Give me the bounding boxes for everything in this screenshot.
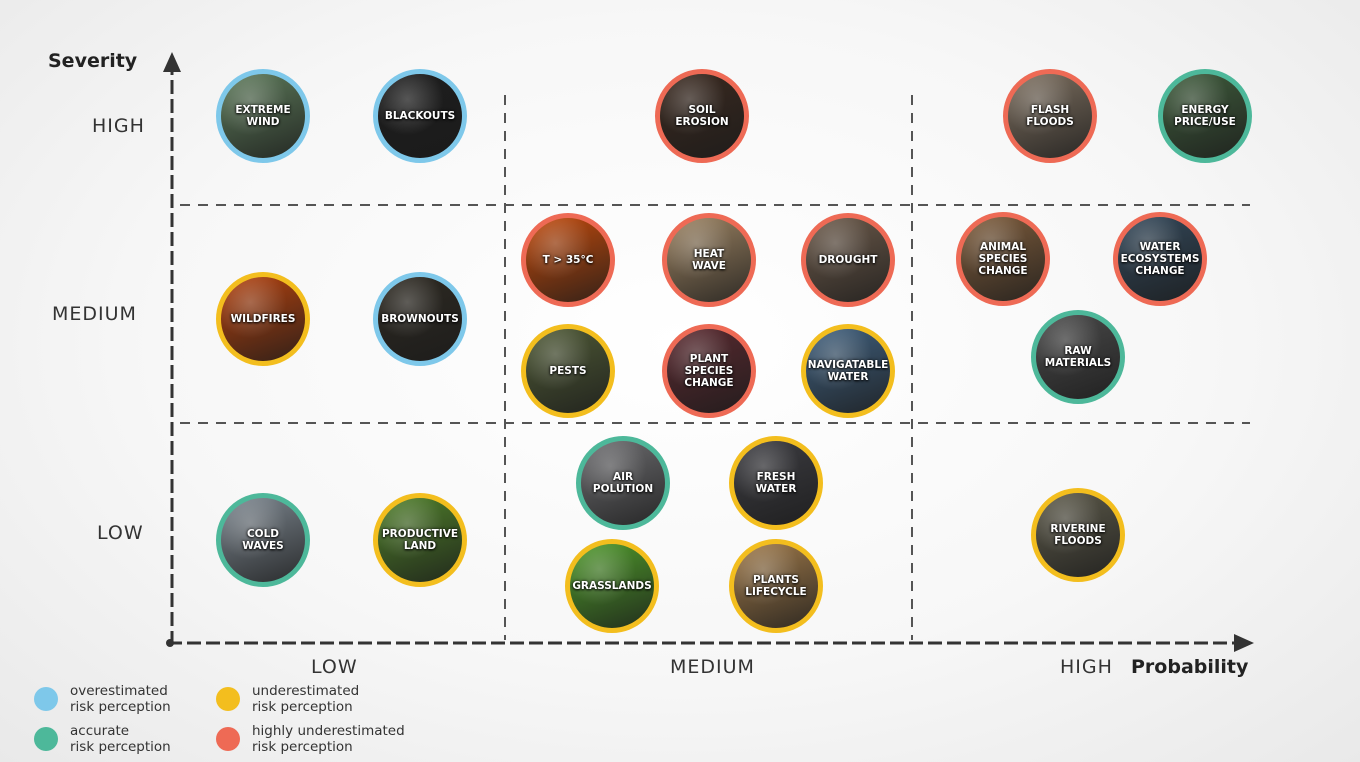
risk-label: WATER ECOSYSTEMS CHANGE [1120, 241, 1200, 277]
probability-label-low: LOW [311, 656, 358, 678]
legend-text: underestimated risk perception [252, 683, 360, 715]
risk-bubble-energy-price-use: ENERGY PRICE/USE [1158, 69, 1252, 163]
risk-label: PESTS [549, 365, 587, 377]
axis-origin-dot [166, 639, 174, 647]
risk-label: FRESH WATER [755, 471, 797, 495]
legend-dot [34, 687, 58, 711]
risk-label: WILDFIRES [230, 313, 296, 325]
risk-bubble-air-polution: AIR POLUTION [576, 436, 670, 530]
x-axis-title: Probability [1131, 656, 1249, 678]
severity-label-high: HIGH [92, 115, 145, 137]
legend-underestimated: underestimated risk perception [216, 683, 359, 715]
risk-label: AIR POLUTION [592, 471, 654, 495]
risk-label: PRODUCTIVE LAND [381, 528, 459, 552]
risk-bubble-soil-erosion: SOIL EROSION [655, 69, 749, 163]
risk-bubble-pests: PESTS [521, 324, 615, 418]
risk-bubble-water-ecosystems-change: WATER ECOSYSTEMS CHANGE [1113, 212, 1207, 306]
risk-label: PLANT SPECIES CHANGE [684, 353, 734, 389]
risk-bubble-plants-lifecycle: PLANTS LIFECYCLE [729, 539, 823, 633]
legend-dot [216, 727, 240, 751]
risk-bubble-extreme-wind: EXTREME WIND [216, 69, 310, 163]
risk-bubble-raw-materials: RAW MATERIALS [1031, 310, 1125, 404]
risk-label: ANIMAL SPECIES CHANGE [978, 241, 1028, 277]
risk-label: DROUGHT [818, 254, 878, 266]
risk-bubble-grasslands: GRASSLANDS [565, 539, 659, 633]
risk-label: PLANTS LIFECYCLE [745, 574, 807, 598]
risk-bubble-drought: DROUGHT [801, 213, 895, 307]
legend-highly-underestimated: highly underestimated risk perception [216, 723, 405, 755]
risk-bubble-heat-wave: HEAT WAVE [662, 213, 756, 307]
legend-text: accurate risk perception [70, 723, 171, 755]
risk-bubble-productive-land: PRODUCTIVE LAND [373, 493, 467, 587]
risk-bubble-flash-floods: FLASH FLOODS [1003, 69, 1097, 163]
risk-label: EXTREME WIND [235, 104, 291, 128]
probability-label-medium: MEDIUM [670, 656, 755, 678]
risk-label: RIVERINE FLOODS [1050, 523, 1106, 547]
risk-label: SOIL EROSION [675, 104, 729, 128]
risk-bubble-fresh-water: FRESH WATER [729, 436, 823, 530]
risk-bubble-blackouts: BLACKOUTS [373, 69, 467, 163]
risk-bubble-riverine-floods: RIVERINE FLOODS [1031, 488, 1125, 582]
risk-label: ENERGY PRICE/USE [1174, 104, 1236, 128]
legend-overestimated: overestimated risk perception [34, 683, 171, 715]
risk-label: COLD WAVES [242, 528, 284, 552]
risk-label: FLASH FLOODS [1026, 104, 1074, 128]
risk-label: t > 35°C [542, 254, 594, 266]
x-axis-arrow [1234, 634, 1254, 652]
legend-text: highly underestimated risk perception [252, 723, 405, 755]
risk-bubble-plant-species-change: PLANT SPECIES CHANGE [662, 324, 756, 418]
probability-label-high: HIGH [1060, 656, 1113, 678]
risk-label: RAW MATERIALS [1044, 345, 1112, 369]
legend-text: overestimated risk perception [70, 683, 171, 715]
risk-label: HEAT WAVE [692, 248, 726, 272]
legend-dot [216, 687, 240, 711]
severity-label-medium: MEDIUM [52, 303, 137, 325]
risk-bubble-wildfires: WILDFIRES [216, 272, 310, 366]
risk-label: GRASSLANDS [572, 580, 652, 592]
legend-dot [34, 727, 58, 751]
y-axis-title: Severity [48, 50, 138, 72]
risk-label: BROWNOUTS [381, 313, 459, 325]
y-axis-arrow [163, 52, 181, 72]
risk-bubble-cold-waves: COLD WAVES [216, 493, 310, 587]
risk-bubble-animal-species-change: ANIMAL SPECIES CHANGE [956, 212, 1050, 306]
risk-bubble-brownouts: BROWNOUTS [373, 272, 467, 366]
legend-accurate: accurate risk perception [34, 723, 171, 755]
risk-bubble-navigatable-water: NAVIGATABLE WATER [801, 324, 895, 418]
risk-bubble-t-over-35c: t > 35°C [521, 213, 615, 307]
severity-label-low: LOW [97, 522, 144, 544]
risk-label: NAVIGATABLE WATER [807, 359, 889, 383]
risk-label: BLACKOUTS [384, 110, 456, 122]
